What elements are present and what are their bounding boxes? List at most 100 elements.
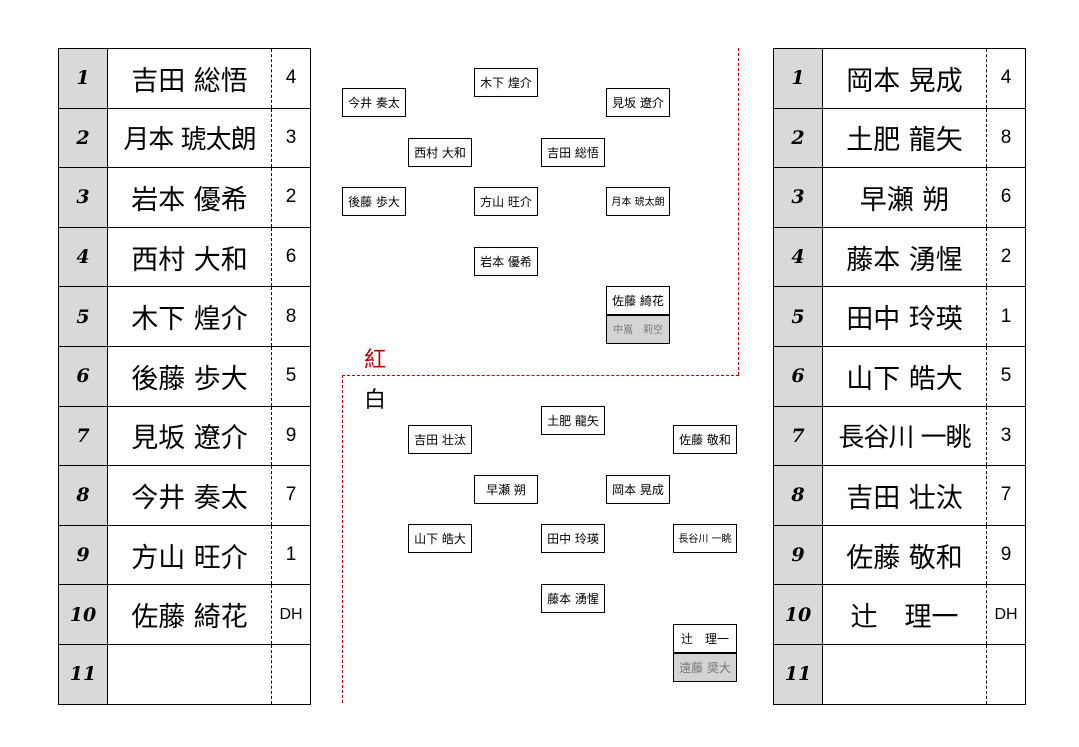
position-number: 2: [986, 226, 1026, 288]
batting-order: 7: [58, 405, 108, 467]
position-number: 9: [986, 524, 1026, 586]
red-right-fielder: 見坂 遼介: [606, 88, 670, 117]
player-name: 山下 皓大: [822, 345, 987, 407]
player-name: 今井 奏太: [107, 465, 272, 526]
batting-order: 11: [773, 643, 823, 705]
batting-order: 7: [773, 405, 823, 467]
batting-order: 10: [773, 584, 823, 645]
player-name: 藤本 湧惺: [822, 226, 987, 288]
player-name: 佐藤 敬和: [822, 524, 987, 586]
red-first-baseman: 月本 琥太朗: [606, 187, 670, 216]
white-pitcher: 田中 玲瑛: [541, 524, 605, 553]
red-substitute: 中嶌 莉空: [606, 315, 670, 344]
position-number: 9: [271, 405, 311, 467]
red-third-baseman: 後藤 歩大: [342, 187, 406, 216]
batting-order: 5: [58, 286, 108, 347]
player-name: 田中 玲瑛: [822, 286, 987, 347]
position-number: 2: [271, 167, 311, 228]
player-name: [107, 643, 272, 705]
lineup-row: 11: [58, 643, 311, 705]
player-name: 月本 琥太朗: [107, 107, 272, 169]
batting-order: 1: [58, 48, 108, 109]
field-divider-vertical-bottom: [342, 375, 343, 703]
player-name: 方山 旺介: [107, 524, 272, 586]
position-number: 5: [986, 345, 1026, 407]
position-number: 4: [271, 48, 311, 109]
position-number: 3: [271, 107, 311, 169]
batting-order: 4: [58, 226, 108, 288]
position-number: DH: [271, 584, 311, 645]
red-designated-hitter: 佐藤 綺花: [606, 286, 670, 315]
batting-order: 2: [773, 107, 823, 169]
position-number: 6: [986, 167, 1026, 228]
batting-order: 1: [773, 48, 823, 109]
position-number: 3: [986, 405, 1026, 467]
position-number: 4: [986, 48, 1026, 109]
white-substitute: 遠藤 奨大: [673, 653, 737, 682]
red-center-fielder: 木下 煌介: [474, 68, 538, 97]
batting-order: 10: [58, 584, 108, 645]
player-name: 西村 大和: [107, 226, 272, 288]
white-first-baseman: 長谷川 一眺: [673, 524, 737, 553]
red-catcher: 岩本 優希: [474, 247, 538, 276]
position-number: 7: [986, 465, 1026, 526]
position-number: 6: [271, 226, 311, 288]
player-name: 見坂 遼介: [107, 405, 272, 467]
white-left-fielder: 吉田 壮汰: [408, 425, 472, 454]
red-left-fielder: 今井 奏太: [342, 88, 406, 117]
position-number: [986, 643, 1026, 705]
player-name: 佐藤 綺花: [107, 584, 272, 645]
white-catcher: 藤本 湧惺: [541, 584, 605, 613]
position-number: DH: [986, 584, 1026, 645]
red-shortstop: 西村 大和: [408, 138, 472, 167]
player-name: 木下 煌介: [107, 286, 272, 347]
batting-order: 9: [58, 524, 108, 586]
player-name: 岩本 優希: [107, 167, 272, 228]
batting-order: 8: [773, 465, 823, 526]
batting-order: 3: [58, 167, 108, 228]
lineup-row: 11: [773, 643, 1026, 705]
batting-order: 8: [58, 465, 108, 526]
player-name: 長谷川 一眺: [822, 405, 987, 467]
player-name: 土肥 龍矢: [822, 107, 987, 169]
batting-order: 11: [58, 643, 108, 705]
white-designated-hitter: 辻 理一: [673, 624, 737, 653]
red-second-baseman: 吉田 総悟: [541, 138, 605, 167]
field-divider-horizontal: [342, 375, 739, 376]
player-name: 後藤 歩大: [107, 345, 272, 407]
white-center-fielder: 土肥 龍矢: [541, 406, 605, 435]
position-number: 5: [271, 345, 311, 407]
position-number: [271, 643, 311, 705]
white-shortstop: 早瀬 朔: [474, 475, 538, 504]
player-name: 吉田 壮汰: [822, 465, 987, 526]
player-name: 吉田 総悟: [107, 48, 272, 109]
batting-order: 3: [773, 167, 823, 228]
red-team-label: 紅: [364, 348, 387, 373]
position-number: 8: [986, 107, 1026, 169]
batting-order: 6: [58, 345, 108, 407]
white-third-baseman: 山下 皓大: [408, 524, 472, 553]
player-name: 辻 理一: [822, 584, 987, 645]
player-name: 早瀬 朔: [822, 167, 987, 228]
batting-order: 5: [773, 286, 823, 347]
